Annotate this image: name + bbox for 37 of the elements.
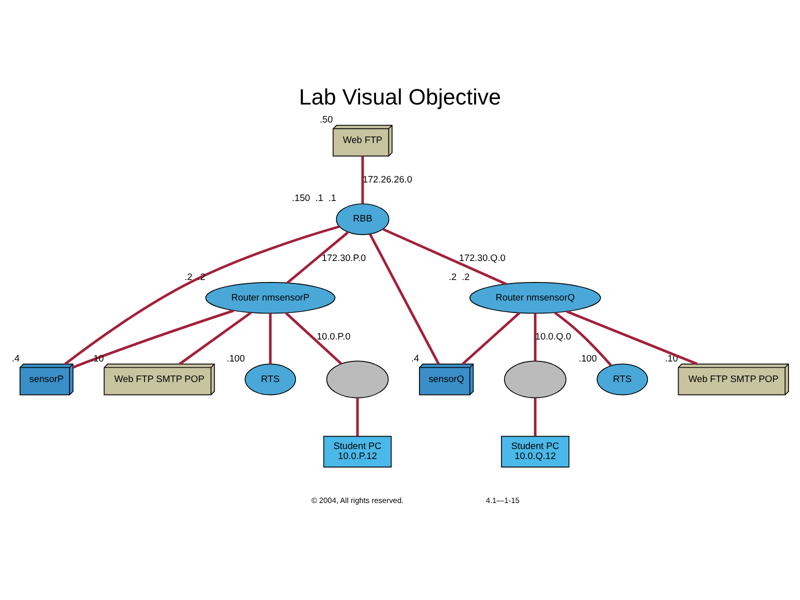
node-cloud [504, 360, 566, 398]
connector [368, 234, 440, 364]
connector [286, 231, 349, 284]
node-label: .100 [226, 352, 245, 364]
edge-label: 10.0.P.0 [316, 330, 350, 342]
node-box: Student PC 10.0.Q.12 [501, 436, 570, 468]
connector [361, 156, 364, 204]
label: 4.1—1-15 [486, 496, 520, 506]
edge-label: 172.30.Q.0 [459, 252, 506, 263]
diagram-title: Lab Visual Objective [298, 84, 502, 110]
node-ellipse: Router nmsensorQ [469, 282, 601, 314]
connector [285, 312, 342, 365]
node-label: .50 [320, 114, 333, 125]
node-cloud [326, 360, 389, 398]
connector [72, 309, 234, 369]
node-ellipse: RTS [244, 364, 296, 396]
label: © 2004, All rights reserved. [311, 496, 404, 506]
node-label: .4 [12, 352, 20, 364]
node-box: Student PC 10.0.P.12 [323, 436, 392, 468]
connector [356, 398, 359, 436]
connector [64, 225, 340, 365]
node-label: .4 [411, 352, 420, 364]
connector [269, 313, 272, 364]
node-label: .2 .2 [448, 270, 470, 282]
node-label: .150 .1 .1 [292, 192, 336, 204]
connector [462, 312, 520, 365]
edge-label: 172.30.P.0 [322, 252, 366, 263]
node-ellipse: Router nmsensorP [205, 282, 336, 314]
node-ellipse: RBB [336, 203, 390, 236]
connector [178, 312, 252, 366]
connector [566, 310, 698, 366]
connector [554, 312, 612, 366]
connector [534, 313, 536, 361]
node-label: .100 [578, 352, 597, 364]
node-ellipse: RTS [596, 364, 648, 396]
connector [534, 398, 536, 436]
connector [382, 228, 507, 286]
